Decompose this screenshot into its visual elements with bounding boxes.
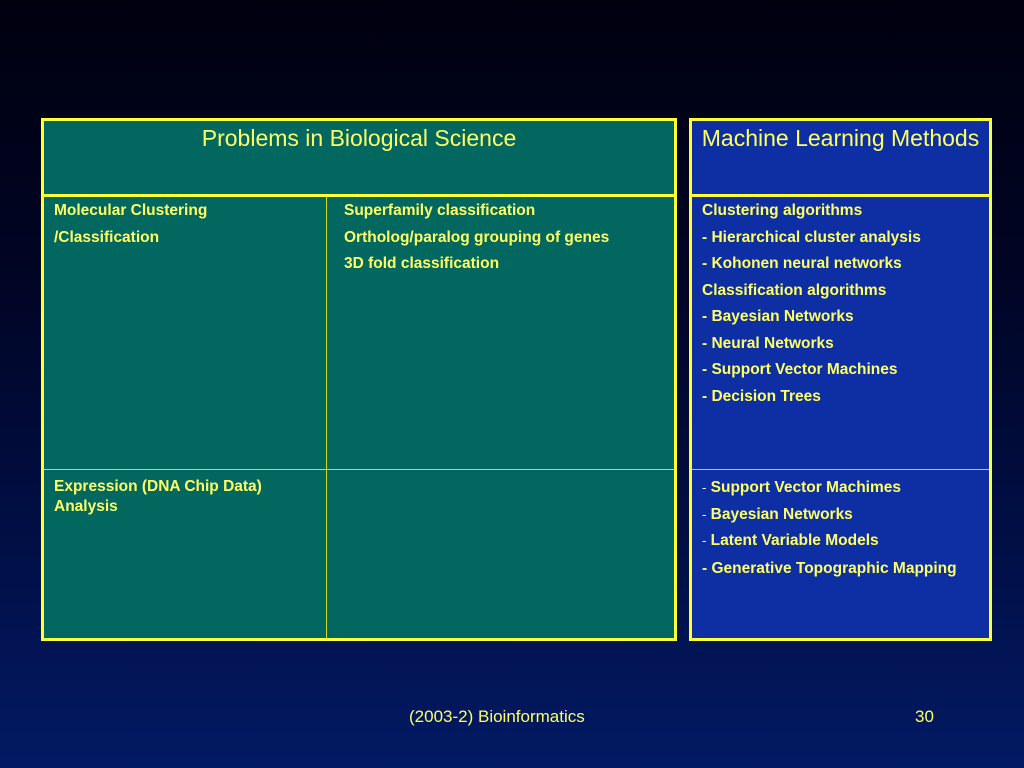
row-divider xyxy=(692,469,989,470)
column-divider xyxy=(326,197,327,638)
method-text: - Kohonen neural networks xyxy=(702,255,902,272)
footer-course: (2003-2) Bioinformatics xyxy=(409,707,585,726)
method-text: Clustering algorithms xyxy=(702,202,863,219)
row-divider xyxy=(44,469,674,470)
methods-header: Machine Learning Methods xyxy=(692,121,989,197)
problem-text: Molecular Clustering xyxy=(54,202,208,219)
problems-table: Problems in Biological Science Molecular… xyxy=(41,118,677,641)
method-text: - Support Vector Machines xyxy=(702,361,898,378)
problems-header: Problems in Biological Science xyxy=(44,121,674,197)
problem-text: /Classification xyxy=(54,228,160,246)
method-item: - Support Vector Machimes xyxy=(702,475,972,502)
subproblem-text: Ortholog/paralog grouping of genes xyxy=(344,228,610,246)
method-text: - Hierarchical cluster analysis xyxy=(702,228,921,246)
method-text: Latent Variable Models xyxy=(710,532,879,549)
slide-number: 30 xyxy=(915,707,934,726)
subproblem-text: Superfamily classification xyxy=(344,202,536,219)
dash-marker: - xyxy=(702,533,707,548)
method-text: Bayesian Networks xyxy=(710,505,853,523)
method-text: Classification algorithms xyxy=(702,281,887,299)
subproblem-text: 3D fold classification xyxy=(344,255,500,272)
problem-cell-expression: Expression (DNA Chip Data) Analysis xyxy=(54,477,314,517)
method-text: Support Vector Machimes xyxy=(710,479,902,496)
method-text: - Bayesian Networks xyxy=(702,308,854,325)
method-text: - Neural Networks xyxy=(702,334,834,352)
dash-marker: - xyxy=(702,480,707,495)
problem-cell-subproblems: Superfamily classification Ortholog/para… xyxy=(344,198,609,278)
method-item: - Latent Variable Models xyxy=(702,528,972,555)
method-text: - Generative Topographic Mapping xyxy=(702,559,957,577)
method-item: - Bayesian Networks xyxy=(702,502,972,529)
method-text: - Decision Trees xyxy=(702,387,821,405)
methods-cell-clustering-classification: Clustering algorithms - Hierarchical clu… xyxy=(702,198,921,410)
problem-cell-molecular-clustering: Molecular Clustering /Classification xyxy=(54,198,207,251)
dash-marker: - xyxy=(702,506,707,522)
problem-text: Expression (DNA Chip Data) Analysis xyxy=(54,478,262,515)
methods-cell-expression: - Support Vector Machimes - Bayesian Net… xyxy=(702,475,972,579)
methods-table: Machine Learning Methods Clustering algo… xyxy=(689,118,992,641)
